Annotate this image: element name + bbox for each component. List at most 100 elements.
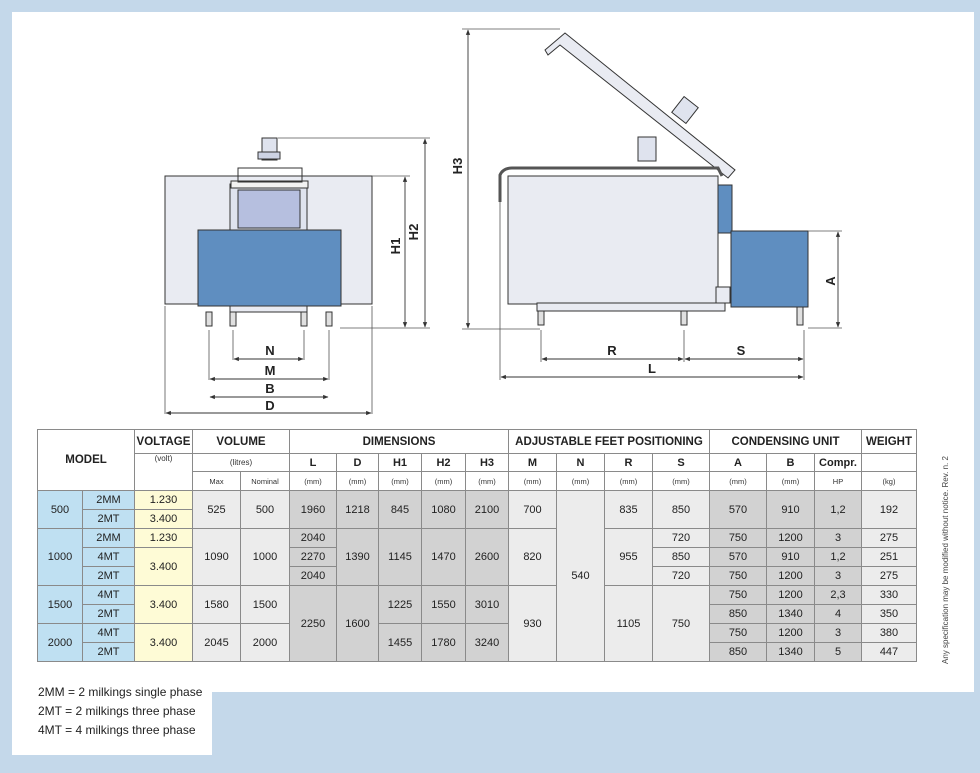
B-cell: 1200: [766, 566, 815, 586]
dim-label-h3: H3: [450, 158, 465, 175]
voltage-cell: 1.230: [134, 490, 193, 510]
M-cell: 820: [508, 528, 557, 586]
header-feet: ADJUSTABLE FEET POSITIONING: [508, 429, 710, 454]
H2-cell: 1550: [421, 585, 466, 624]
B-cell: 1200: [766, 585, 815, 605]
dim-label-r: R: [607, 343, 617, 358]
A-cell: 850: [709, 642, 767, 662]
M-cell: 700: [508, 490, 557, 529]
H3-cell: 3010: [465, 585, 509, 624]
type-cell: 2MT: [82, 604, 135, 624]
unit-hp: HP: [814, 471, 862, 491]
vol-nom-cell: 500: [240, 490, 290, 529]
header-N: N: [556, 453, 605, 472]
S-cell: 850: [652, 490, 710, 529]
header-R: R: [604, 453, 653, 472]
revision-notice: Any specification may be modified withou…: [941, 456, 950, 664]
A-cell: 750: [709, 623, 767, 643]
D-cell: 1390: [336, 528, 379, 586]
type-cell: 2MM: [82, 528, 135, 548]
header-volume: VOLUME: [192, 429, 290, 454]
front-view: [164, 137, 430, 416]
A-cell: 750: [709, 528, 767, 548]
weight-cell: 275: [861, 528, 917, 548]
dim-label-n: N: [265, 343, 274, 358]
weight-cell: 192: [861, 490, 917, 529]
A-cell: 850: [709, 604, 767, 624]
header-model: MODEL: [37, 429, 135, 491]
compr-cell: 4: [814, 604, 862, 624]
type-cell: 4MT: [82, 547, 135, 567]
vol-max-cell: 1580: [192, 585, 241, 624]
front-condensing-unit: [197, 229, 342, 307]
R-cell: 1105: [604, 585, 653, 662]
unit-R: (mm): [604, 471, 653, 491]
model-cell: 1500: [37, 585, 83, 624]
voltage-cell: 1.230: [134, 528, 193, 548]
side-top-rail: [498, 166, 724, 202]
table-row: 500 2MM 1.230 525 500 1960 1218 845 1080…: [37, 490, 917, 662]
technical-drawing: N M B D H1 H2 H3 R S L A: [164, 28, 842, 416]
H2-cell: 1080: [421, 490, 466, 529]
front-lid-window: [237, 189, 301, 229]
side-panel: [717, 184, 733, 234]
weight-cell: 447: [861, 642, 917, 662]
header-volume-unit: (litres): [192, 453, 290, 472]
unit-S: (mm): [652, 471, 710, 491]
R-cell: 835: [604, 490, 653, 529]
side-lid-valve: [671, 95, 699, 125]
voltage-cell: 3.400: [134, 547, 193, 586]
vol-max-cell: 2045: [192, 623, 241, 662]
B-cell: 1340: [766, 642, 815, 662]
side-unit-rail: [715, 286, 731, 304]
type-cell: 4MT: [82, 585, 135, 605]
vol-max-cell: 1090: [192, 528, 241, 586]
front-base-rail: [229, 305, 308, 313]
header-H2: H2: [421, 453, 466, 472]
B-cell: 910: [766, 547, 815, 567]
header-weight-blank: [861, 453, 917, 472]
header-M: M: [508, 453, 557, 472]
L-cell: 2040: [289, 528, 337, 548]
model-legend: 2MM = 2 milkings single phase 2MT = 2 mi…: [38, 683, 202, 740]
side-base-rail: [536, 302, 726, 312]
compr-cell: 2,3: [814, 585, 862, 605]
side-feet: [537, 306, 804, 326]
M-cell: 930: [508, 585, 557, 662]
model-cell: 1000: [37, 528, 83, 586]
table-row: 2MT 3.400: [38, 509, 917, 529]
header-A: A: [709, 453, 767, 472]
legend-panel: [12, 692, 212, 755]
D-cell: 1600: [336, 585, 379, 662]
unit-H2: (mm): [421, 471, 466, 491]
weight-cell: 330: [861, 585, 917, 605]
H1-cell: 1455: [378, 623, 422, 662]
unit-N: (mm): [556, 471, 605, 491]
type-cell: 2MM: [82, 490, 135, 510]
vol-nom-cell: 2000: [240, 623, 290, 662]
weight-cell: 275: [861, 566, 917, 586]
dim-label-l: L: [648, 361, 656, 376]
L-cell: 2270: [289, 547, 337, 567]
compr-cell: 1,2: [814, 547, 862, 567]
legend-item: 4MT = 4 milkings three phase: [38, 723, 196, 737]
H1-cell: 1225: [378, 585, 422, 624]
compr-cell: 5: [814, 642, 862, 662]
model-cell: 2000: [37, 623, 83, 662]
unit-H1: (mm): [378, 471, 422, 491]
H2-cell: 1470: [421, 528, 466, 586]
voltage-cell: 3.400: [134, 585, 193, 624]
unit-M: (mm): [508, 471, 557, 491]
S-cell: 720: [652, 528, 710, 548]
header-S: S: [652, 453, 710, 472]
dim-label-h2: H2: [406, 224, 421, 241]
header-B: B: [766, 453, 815, 472]
H1-cell: 845: [378, 490, 422, 529]
S-cell: 850: [652, 547, 710, 567]
table-row: 2MT 850 1340 4 350: [38, 604, 917, 624]
compr-cell: 3: [814, 623, 862, 643]
unit-kg: (kg): [861, 471, 917, 491]
unit-D: (mm): [336, 471, 379, 491]
front-agitator-post: [237, 167, 303, 183]
weight-cell: 380: [861, 623, 917, 643]
